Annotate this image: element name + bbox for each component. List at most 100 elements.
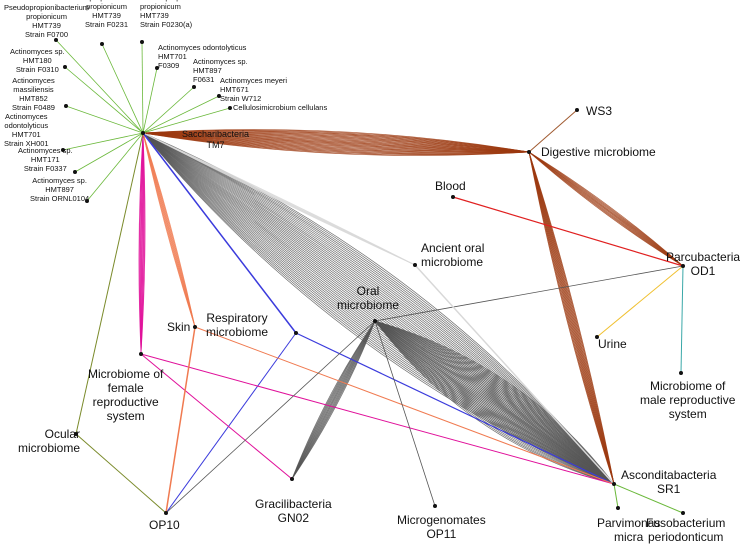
edge-tm7-digestive-strand: [142, 132, 530, 153]
node-dot-op10: [164, 511, 168, 515]
edge-oral-asconditabacteria-strand: [374, 320, 615, 485]
tm7-label: Saccharibacteria TM7: [182, 129, 250, 150]
node-dot-s7: [64, 104, 68, 108]
respiratory-microbiome-label: Respiratory microbiome: [206, 311, 269, 340]
edge-digestive-asconditabacteria-strand: [528, 151, 615, 485]
strain-label-ornl0104: Actinomyces sp. HMT897 Strain ORNL0104: [30, 176, 90, 203]
edge-tm7-digestive: [142, 129, 530, 156]
edge-oral-asconditabacteria-strand: [374, 320, 615, 485]
strain-label-xh001: Actinomyces odontolyticus HMT701 Strain …: [4, 112, 49, 148]
edge-tm7-digestive-strand: [142, 129, 530, 153]
edge-oral-op11: [374, 320, 436, 507]
blood-label: Blood: [435, 179, 466, 193]
edge-tm7-digestive-strand: [142, 132, 530, 155]
digestive-microbiome-label: Digestive microbiome: [541, 145, 656, 159]
edge-tm7-digestive-strand: [142, 132, 530, 153]
edge-tm7-digestive-strand: [142, 132, 530, 154]
edge-oral-gracilibacteria-strand: [291, 320, 376, 480]
edge-respiratory-asconditabacteria: [295, 332, 615, 485]
edge-tm7-asconditabacteria-strand: [142, 132, 615, 485]
edge-oral-gracilibacteria-strand: [291, 320, 376, 480]
edge-ocular-op10: [75, 433, 167, 514]
microgenomates-op11-label: Microgenomates OP11: [397, 513, 486, 542]
edge-oral-parcubacteria: [374, 265, 684, 322]
edge-ancient-asconditabacteria: [414, 264, 615, 485]
edge-oral-asconditabacteria-strand: [374, 320, 615, 485]
edge-tm7-digestive-strand: [142, 132, 530, 153]
edge-tm7-asconditabacteria-strand: [142, 132, 615, 485]
edge-oral-asconditabacteria-strand: [374, 320, 615, 485]
edge-tm7-skin: [142, 132, 196, 328]
edge-tm7-digestive-strand: [142, 132, 530, 153]
strain-label-f0489: Actinomyces massiliensis HMT852 Strain F…: [12, 76, 55, 112]
node-dot-s9: [228, 106, 232, 110]
edge-oral-gracilibacteria: [291, 320, 376, 480]
node-dot-s6: [192, 85, 196, 89]
node-dot-s8: [217, 94, 221, 98]
edge-tm7-strain-s8: [142, 95, 220, 134]
node-dot-dig: [527, 150, 531, 154]
node-dot-blood: [451, 195, 455, 199]
edge-female-asconditabacteria: [140, 353, 615, 485]
edge-oral-asconditabacteria-strand: [374, 320, 615, 485]
edge-tm7-digestive-strand: [142, 132, 530, 154]
edge-oral-asconditabacteria-strand: [374, 320, 615, 485]
edge-tm7-digestive-strand: [142, 132, 530, 153]
edge-oral-asconditabacteria-strand: [374, 320, 615, 485]
node-dot-parcu: [681, 264, 685, 268]
edge-tm7-strain-s11: [74, 132, 144, 173]
ocular-microbiome-label: Ocular microbiome: [18, 427, 81, 456]
edge-oral-asconditabacteria-strand: [374, 320, 615, 485]
edge-tm7-strain-s6: [142, 86, 195, 134]
edge-tm7-asconditabacteria-strand: [142, 132, 615, 485]
edge-oral-asconditabacteria-strand: [374, 320, 615, 485]
node-dot-urine: [595, 335, 599, 339]
edge-oral-asconditabacteria-strand: [374, 320, 615, 485]
edge-tm7-ocular: [75, 132, 144, 435]
edge-tm7-digestive-strand: [142, 132, 530, 153]
edge-oral-asconditabacteria-strand: [374, 320, 615, 485]
node-dot-op11: [433, 504, 437, 508]
edge-tm7-ancient-strand: [142, 132, 416, 266]
edge-tm7-digestive-strand: [142, 132, 530, 153]
edge-tm7-asconditabacteria-strand: [142, 132, 615, 485]
edge-tm7-asconditabacteria-strand: [142, 132, 615, 485]
edge-tm7-digestive-strand: [142, 130, 530, 153]
edge-digestive-asconditabacteria: [528, 151, 615, 485]
edge-tm7-asconditabacteria-strand: [142, 132, 615, 485]
edge-tm7-digestive-strand: [142, 131, 530, 153]
edge-tm7-digestive-strand: [142, 132, 530, 153]
edge-oral-op10: [165, 320, 376, 514]
edge-blood-parcubacteria: [452, 196, 684, 267]
edge-digestive-parcubacteria-strand: [528, 151, 684, 267]
edge-oral-gracilibacteria-strand: [291, 320, 376, 480]
edge-oral-asconditabacteria-strand: [374, 320, 615, 485]
edge-tm7-strain-s12: [86, 132, 144, 202]
strain-label-cellulans: Cellulosimicrobium cellulans: [233, 103, 328, 112]
node-dot-s11: [73, 170, 77, 174]
node-dot-s1: [54, 38, 58, 42]
node-dot-hub: [141, 131, 145, 135]
edge-tm7-digestive-strand: [142, 132, 530, 153]
edge-tm7-asconditabacteria-strand: [142, 132, 615, 485]
edge-tm7-digestive-strand: [142, 132, 530, 153]
female-reproductive-label: Microbiome of female reproductive system: [88, 367, 164, 424]
edge-oral-asconditabacteria-strand: [374, 320, 615, 485]
strain-label-f0700: Pseudopropionibacterium propionicum HMT7…: [4, 3, 90, 39]
strain-label-w712: Actinomyces meyeri HMT671 Strain W712: [220, 76, 288, 103]
edge-tm7-female-strand: [138, 132, 144, 355]
edge-tm7-digestive-strand: [142, 131, 530, 153]
node-dot-s2: [100, 42, 104, 46]
edge-tm7-asconditabacteria-strand: [142, 132, 615, 485]
edge-asconditabacteria-parvimonas: [613, 483, 619, 509]
strain-label-f0310: Actinomyces sp. HMT180 Strain F0310: [10, 47, 65, 74]
edge-oral-asconditabacteria-strand: [374, 320, 615, 485]
edge-tm7-digestive-strand: [142, 132, 530, 153]
node-dot-s5: [155, 66, 159, 70]
edge-tm7-asconditabacteria-strand: [142, 132, 615, 485]
strain-label-f0337: Actinomyces sp. HMT171 Strain F0337: [18, 146, 73, 173]
fusobacterium-label: Fusobacterium periodonticum: [646, 516, 726, 545]
edge-tm7-strain-s4: [64, 66, 144, 134]
edge-tm7-digestive-strand: [142, 132, 530, 153]
edge-oral-asconditabacteria-strand: [374, 320, 615, 485]
